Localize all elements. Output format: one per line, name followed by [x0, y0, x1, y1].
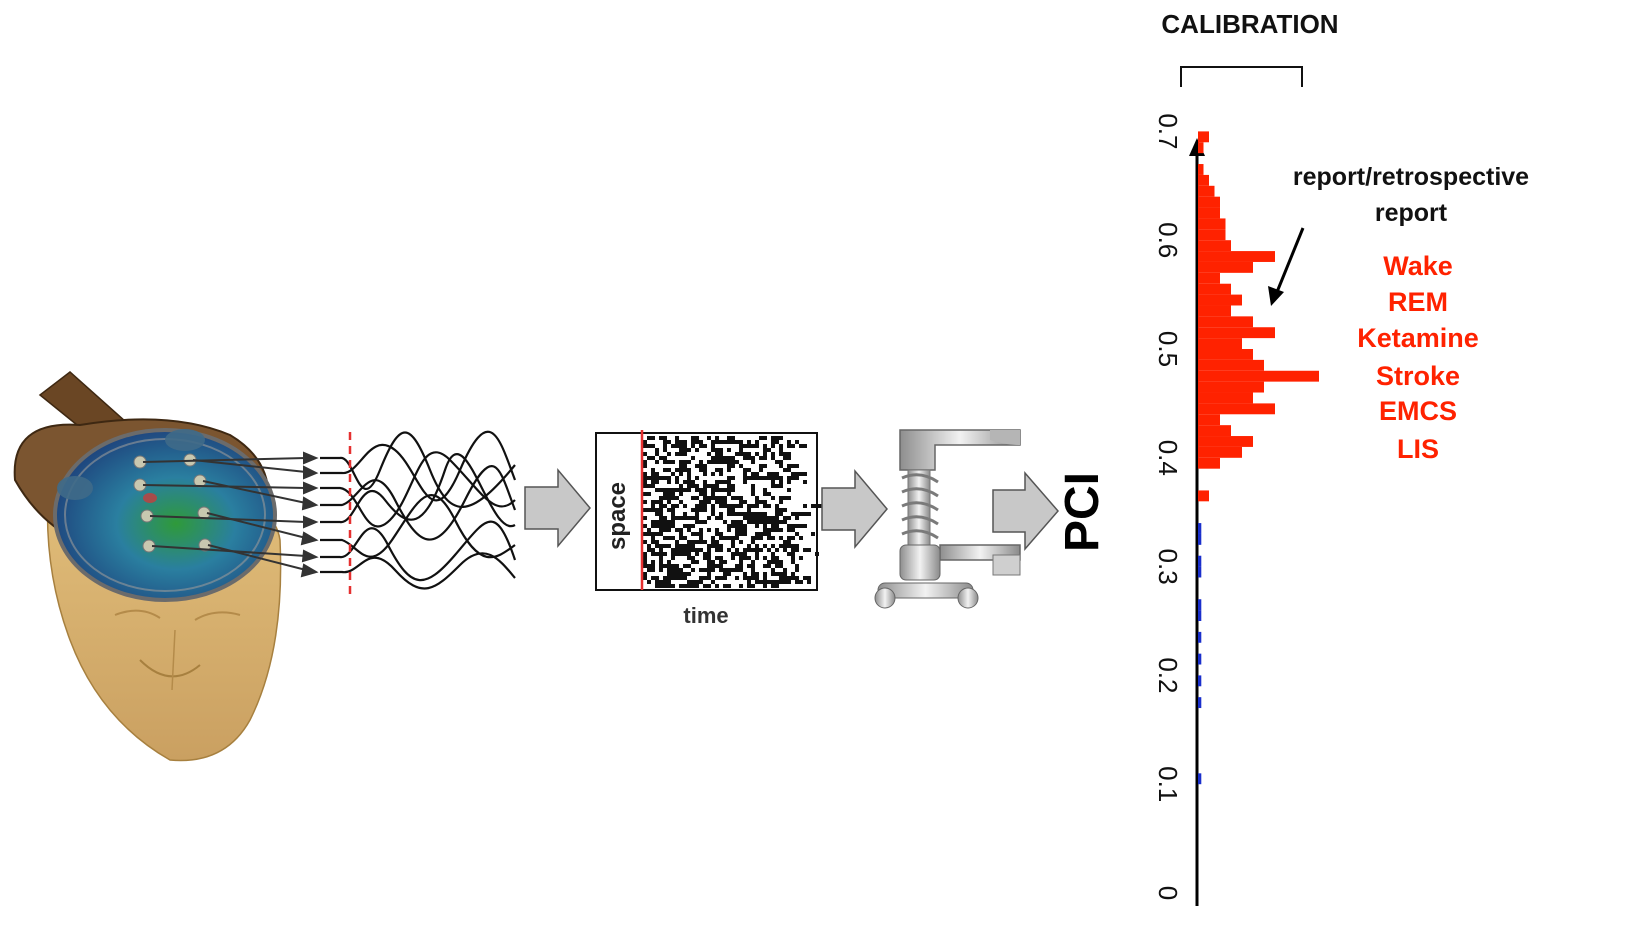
conscious-bar — [1198, 272, 1220, 284]
annotation-line1: report/retrospective — [1293, 163, 1529, 191]
electrode-arrows — [142, 451, 319, 578]
unconscious-bar — [1198, 533, 1202, 545]
condition-list: Wake REM Ketamine Stroke EMCS LIS — [1357, 251, 1479, 464]
clamp-icon — [874, 429, 1021, 609]
conscious-bar — [1198, 261, 1253, 273]
unconscious-bar — [1198, 631, 1202, 643]
unconscious-bar — [1198, 653, 1202, 665]
conscious-bar — [1198, 185, 1215, 197]
conscious-bar — [1198, 294, 1242, 306]
axis-tick-label: 0.7 — [1153, 113, 1183, 149]
axis-tick-label: 0 — [1153, 886, 1183, 900]
matrix-x-label: time — [683, 603, 728, 628]
unconscious-bars — [1198, 523, 1202, 785]
conscious-bar — [1198, 370, 1319, 382]
matrix-y-label: space — [604, 482, 631, 550]
unconscious-bar — [1198, 566, 1202, 578]
conscious-bar — [1198, 316, 1253, 328]
unconscious-bar — [1198, 523, 1202, 534]
conscious-bar — [1198, 414, 1220, 426]
conscious-bar — [1198, 207, 1220, 219]
unconscious-bar — [1198, 599, 1202, 611]
unconscious-bar — [1198, 675, 1202, 687]
axis-tick-label: 0.1 — [1153, 766, 1183, 802]
arrow-3-icon — [992, 470, 1059, 552]
conscious-bar — [1198, 305, 1231, 317]
conscious-bar — [1198, 436, 1253, 447]
conscious-bar — [1198, 131, 1209, 143]
condition-label: Stroke — [1376, 361, 1460, 391]
axis-tick-label: 0.3 — [1153, 549, 1183, 585]
binary-matrix: space time — [595, 430, 823, 628]
annotation-arrowhead — [1268, 286, 1284, 306]
conscious-bar — [1198, 349, 1253, 360]
calibration-title: CALIBRATION — [1161, 9, 1338, 39]
axis-tick-label: 0.6 — [1153, 222, 1183, 258]
axis-tick-labels: 0 0.1 0.2 0.3 0.4 0.5 0.6 0.7 — [1153, 113, 1183, 900]
annotation-arrow-shaft — [1275, 227, 1305, 293]
annotation-line2: report — [1375, 199, 1448, 227]
conscious-bar — [1198, 446, 1242, 458]
axis-tick-label: 0.2 — [1153, 657, 1183, 693]
conscious-bar — [1198, 283, 1231, 295]
conscious-bar — [1198, 164, 1204, 175]
condition-label: Wake — [1383, 251, 1453, 281]
unconscious-bar — [1198, 697, 1202, 709]
conscious-bar — [1198, 392, 1253, 404]
conscious-bar — [1198, 142, 1204, 154]
head-tms-icon — [13, 371, 282, 762]
conscious-bar — [1198, 359, 1264, 371]
eeg-traces — [320, 430, 517, 590]
pci-label: PCI — [1056, 472, 1109, 552]
conscious-bar — [1198, 403, 1275, 415]
condition-label: Ketamine — [1357, 323, 1479, 353]
calibration-bracket — [1180, 66, 1303, 87]
conscious-bar — [1198, 174, 1209, 186]
conscious-bar — [1198, 196, 1220, 208]
matrix-noise — [643, 436, 823, 588]
conscious-bar — [1198, 381, 1264, 393]
conscious-bar — [1198, 229, 1226, 241]
conscious-bar — [1198, 251, 1275, 262]
unconscious-bar — [1198, 610, 1202, 621]
conscious-bar — [1198, 218, 1226, 230]
condition-label: LIS — [1397, 434, 1439, 464]
condition-label: REM — [1388, 287, 1448, 317]
calibration-histogram: 0 0.1 0.2 0.3 0.4 0.5 0.6 0.7 — [1153, 113, 1319, 906]
condition-label: EMCS — [1379, 396, 1457, 426]
conscious-bar — [1198, 240, 1231, 252]
conscious-bars — [1198, 131, 1319, 502]
axis-tick-label: 0.4 — [1153, 440, 1183, 476]
conscious-bar — [1198, 490, 1209, 502]
conscious-bar — [1198, 327, 1275, 339]
conscious-bar — [1198, 425, 1231, 437]
conscious-bar — [1198, 338, 1242, 349]
unconscious-bar — [1198, 773, 1202, 785]
arrow-2-icon — [821, 468, 888, 550]
arrow-1-icon — [524, 467, 591, 549]
conscious-bar — [1198, 457, 1220, 469]
unconscious-bar — [1198, 555, 1202, 567]
axis-tick-label: 0.5 — [1153, 331, 1183, 367]
